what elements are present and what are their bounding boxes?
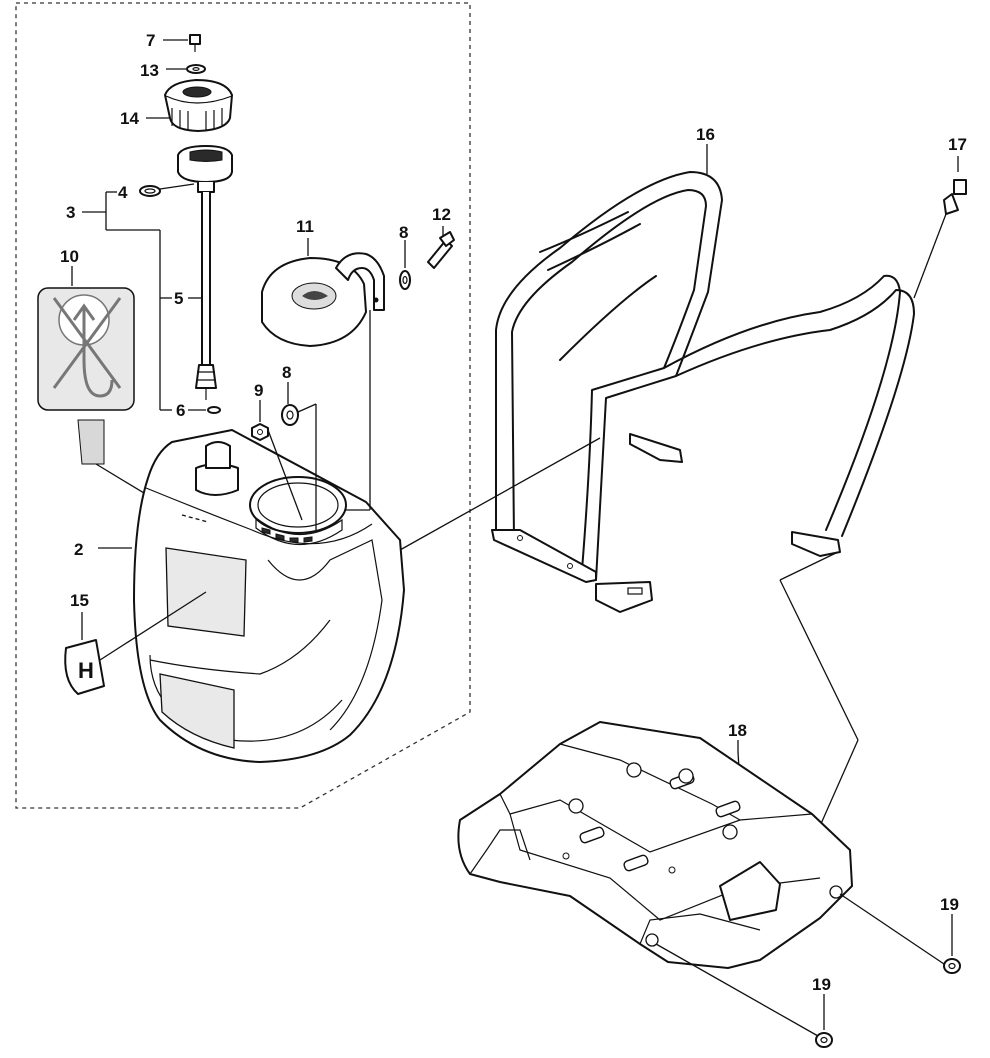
- fuel-tank-part-2: [98, 429, 405, 763]
- logo-badge-part-15: H: [64, 591, 207, 695]
- callout-bracket-3: [82, 191, 206, 411]
- callout-11: 11: [296, 217, 314, 236]
- callout-7: 7: [146, 31, 155, 50]
- washer-part-13: [166, 64, 206, 74]
- callout-8-lower: 8: [282, 363, 291, 382]
- tank-to-frame-leader: [399, 437, 601, 551]
- washer-part-8-upper: [399, 240, 411, 290]
- washer-part-8-lower: [267, 382, 317, 530]
- bolt-part-17: [779, 156, 967, 827]
- callout-8-upper: 8: [399, 223, 408, 242]
- callout-19-right: 19: [940, 895, 959, 914]
- callout-6: 6: [176, 401, 185, 420]
- sight-cover-part-11: [261, 238, 385, 511]
- washer-part-19-right: [943, 914, 961, 974]
- callout-9: 9: [254, 381, 263, 400]
- callout-17: 17: [948, 135, 967, 154]
- svg-text:H: H: [78, 658, 94, 683]
- assembly-boundary: [15, 2, 471, 809]
- callout-13: 13: [140, 61, 159, 80]
- screw-part-7: [163, 34, 201, 52]
- seal-part-6: [207, 406, 221, 414]
- callout-2: 2: [74, 540, 83, 559]
- handle-frame-part-16: [491, 144, 915, 613]
- base-plate-part-18: [457, 721, 945, 1037]
- dipstick-part-5: [177, 145, 233, 400]
- callout-3: 3: [66, 203, 75, 222]
- bolt-part-12: [427, 226, 455, 269]
- nut-part-9: [251, 400, 269, 441]
- callout-4: 4: [118, 183, 128, 202]
- callout-15: 15: [70, 591, 89, 610]
- callout-18: 18: [728, 721, 747, 740]
- callout-12: 12: [432, 205, 451, 224]
- washer-part-19-bottom: [815, 994, 833, 1048]
- callout-10: 10: [60, 247, 79, 266]
- warning-decal-part-10: [37, 266, 193, 523]
- o-ring-part-4: [139, 183, 195, 197]
- callout-19-bottom: 19: [812, 975, 831, 994]
- tank-cap-part-14: [146, 79, 233, 132]
- callout-14: 14: [120, 109, 139, 128]
- callout-5: 5: [174, 289, 183, 308]
- callout-16: 16: [696, 125, 715, 144]
